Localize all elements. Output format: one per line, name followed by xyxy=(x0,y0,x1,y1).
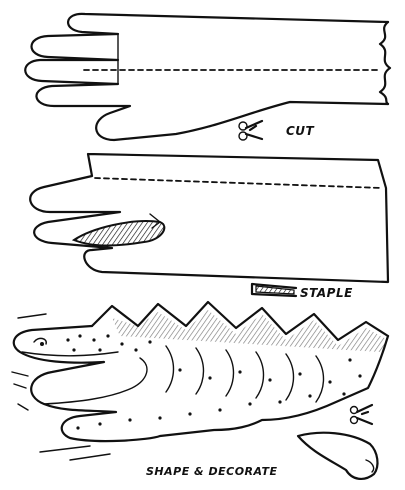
cut-scrap xyxy=(298,433,377,479)
glove-outline xyxy=(25,14,388,140)
puppet-eye xyxy=(34,338,46,344)
step-1-glove xyxy=(25,14,390,140)
step-2-glove xyxy=(30,154,388,282)
glove-cuff-edge xyxy=(380,22,390,104)
mouth-line xyxy=(22,352,118,356)
step-1-label: CUT xyxy=(286,124,315,138)
scissors-icon xyxy=(351,405,373,424)
scissors-icon xyxy=(239,121,262,140)
glove-outline xyxy=(30,154,388,282)
jaw-line xyxy=(44,358,147,404)
thumb-fold xyxy=(74,221,164,245)
motion-lines xyxy=(12,314,110,460)
staple-icon xyxy=(252,284,296,296)
step-2-label: STAPLE xyxy=(300,286,353,300)
decoration-dots xyxy=(66,334,361,429)
staple-line xyxy=(95,178,382,188)
step-3-label: SHAPE & DECORATE xyxy=(146,465,278,478)
step-3-puppet xyxy=(12,302,388,460)
